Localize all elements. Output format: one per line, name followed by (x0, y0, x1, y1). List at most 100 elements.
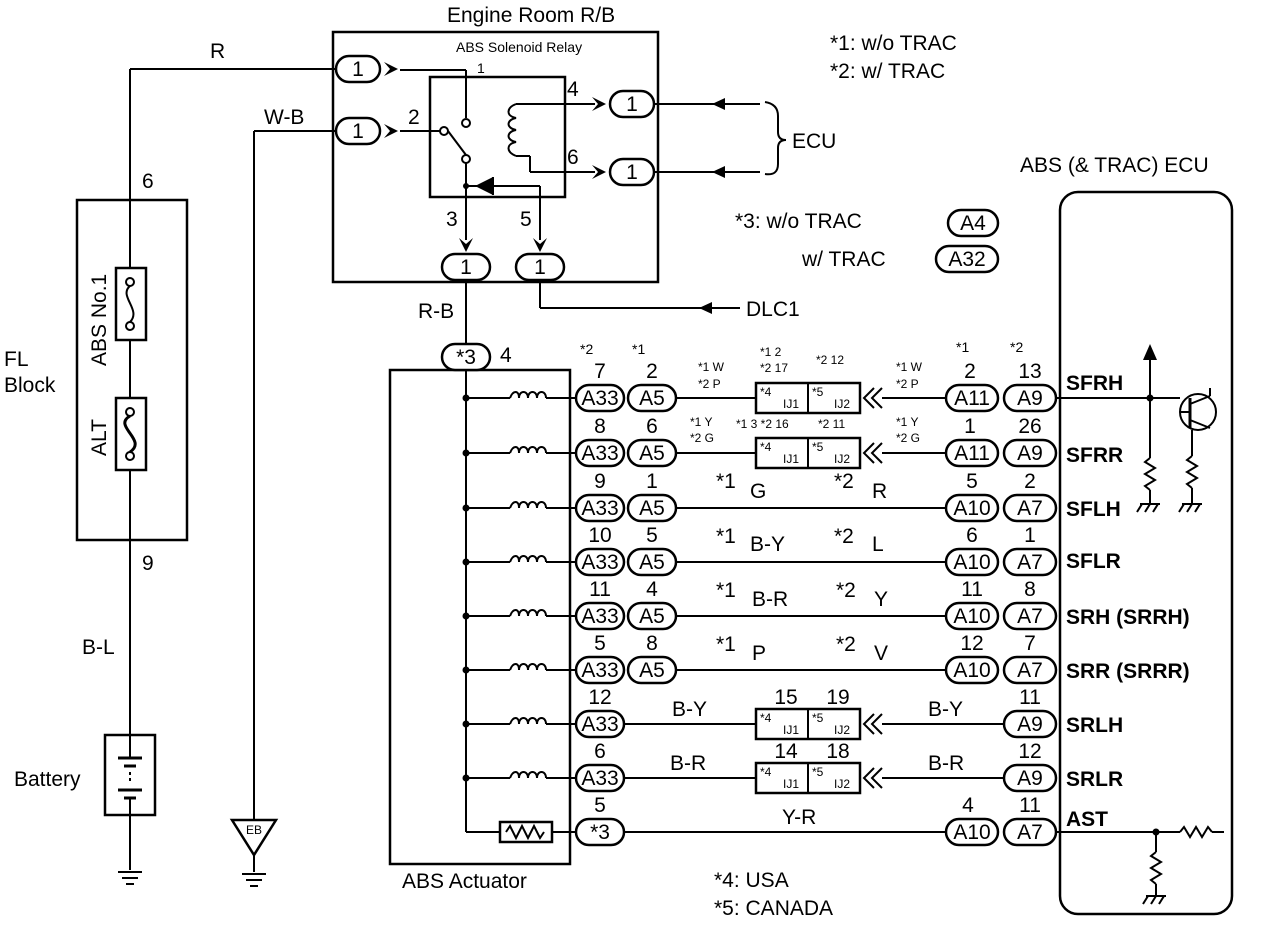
svg-text:*2 P: *2 P (896, 377, 919, 391)
svg-text:15: 15 (774, 686, 797, 709)
svg-text:Y-R: Y-R (782, 806, 816, 829)
row-srlh: 12 A33 B-Y 15 19 *4 IJ1 *5 IJ2 B-Y 11 A9… (462, 686, 1123, 741)
fl-block-label-1: FL (4, 348, 29, 371)
abs-solenoid-relay (428, 75, 567, 199)
ecu-box (1058, 190, 1234, 916)
svg-text:L: L (872, 533, 884, 556)
svg-text:7: 7 (594, 360, 606, 383)
svg-text:8: 8 (646, 632, 658, 655)
row-sflh: 9 1 A33 A5 *1 G *2 R 5 2 A10 A7 SFLH (462, 470, 1121, 523)
wire-rb-label: R-B (418, 300, 454, 323)
svg-text:IJ2: IJ2 (834, 723, 850, 737)
svg-text:8: 8 (594, 415, 606, 438)
svg-text:IJ1: IJ1 (783, 777, 799, 791)
row-ast: 5 *3 Y-R 4 11 A10 A7 AST (466, 794, 1108, 847)
svg-text:*2: *2 (836, 633, 856, 656)
svg-text:*1 Y: *1 Y (690, 415, 712, 429)
svg-text:18: 18 (826, 740, 849, 763)
hdr-star1-b: *1 (956, 339, 969, 355)
svg-text:5: 5 (646, 524, 658, 547)
svg-text:IJ1: IJ1 (783, 397, 799, 411)
row-sfrr: 8 6 A33 A5 *1 Y *2 G *1 3 *2 16 *2 11 *4… (462, 415, 1123, 470)
row-srr: 5 8 A33 A5 *1 P *2 V 12 7 A10 A7 SRR (SR… (462, 632, 1190, 685)
svg-text:Y: Y (874, 588, 888, 611)
svg-text:IJ1: IJ1 (783, 452, 799, 466)
svg-text:*4: *4 (760, 711, 772, 725)
battery-label: Battery (14, 768, 81, 791)
svg-text:6: 6 (594, 740, 606, 763)
row-srh: 11 4 A33 A5 *1 B-R *2 Y 11 8 A10 A7 SRH … (462, 578, 1190, 631)
svg-text:11: 11 (1019, 794, 1041, 817)
svg-text:A10: A10 (953, 551, 990, 574)
svg-text:6: 6 (646, 415, 658, 438)
svg-text:14: 14 (774, 740, 798, 763)
hdr-star2-a: *2 (580, 341, 593, 357)
svg-text:4: 4 (962, 794, 974, 817)
note-star4: *4: USA (714, 869, 789, 892)
svg-text:R: R (872, 480, 887, 503)
signal-srlh: SRLH (1066, 714, 1123, 737)
ecu-label: ECU (792, 130, 836, 153)
svg-text:A7: A7 (1017, 551, 1043, 574)
svg-text:7: 7 (1024, 632, 1036, 655)
svg-text:1: 1 (534, 256, 546, 279)
hdr-star1-a: *1 (632, 341, 645, 357)
relay-term6: 6 (567, 146, 579, 169)
svg-text:12: 12 (960, 632, 983, 655)
svg-text:A33: A33 (581, 442, 618, 465)
svg-text:5: 5 (594, 794, 606, 817)
signal-sfrh: SFRH (1066, 372, 1123, 395)
wire-bl-label: B-L (82, 636, 115, 659)
svg-text:11: 11 (1019, 686, 1041, 709)
svg-text:*1 W: *1 W (698, 360, 725, 374)
signal-ast: AST (1066, 808, 1108, 831)
svg-text:A9: A9 (1017, 442, 1043, 465)
signal-sfrr: SFRR (1066, 444, 1123, 467)
svg-text:A33: A33 (581, 497, 618, 520)
svg-text:2: 2 (1024, 470, 1036, 493)
dlc1-label: DLC1 (746, 298, 800, 321)
svg-text:2: 2 (964, 360, 976, 383)
abs-actuator-label: ABS Actuator (402, 870, 527, 893)
svg-text:1: 1 (964, 415, 976, 438)
ground-eb-label: EB (246, 823, 262, 837)
svg-text:*4: *4 (760, 765, 772, 779)
svg-text:*1: *1 (716, 579, 736, 602)
svg-text:B-Y: B-Y (928, 698, 963, 721)
signal-srh: SRH (SRRH) (1066, 606, 1190, 629)
note-star3-tag-a-text: A4 (960, 212, 986, 235)
svg-text:*1: *1 (716, 633, 736, 656)
svg-text:19: 19 (826, 686, 849, 709)
svg-text:A33: A33 (581, 551, 618, 574)
svg-text:IJ2: IJ2 (834, 397, 850, 411)
svg-text:9: 9 (594, 470, 606, 493)
relay-term4: 4 (567, 78, 579, 101)
relay-diode (475, 177, 493, 195)
svg-text:V: V (874, 642, 888, 665)
svg-text:A7: A7 (1017, 659, 1043, 682)
svg-text:IJ2: IJ2 (834, 777, 850, 791)
svg-text:P: P (752, 642, 766, 665)
svg-text:5: 5 (594, 632, 606, 655)
svg-text:2: 2 (646, 360, 658, 383)
signal-sflh: SFLH (1066, 498, 1121, 521)
relay-coil (507, 103, 517, 157)
svg-text:B-R: B-R (670, 752, 706, 775)
svg-text:26: 26 (1018, 415, 1041, 438)
relay-term5: 5 (520, 208, 532, 231)
note-star3-a: *3: w/o TRAC (735, 210, 862, 233)
svg-text:1: 1 (1024, 524, 1036, 547)
svg-text:A5: A5 (639, 497, 665, 520)
svg-text:B-Y: B-Y (672, 698, 707, 721)
svg-text:A10: A10 (953, 821, 990, 844)
svg-text:*1: *1 (716, 470, 736, 493)
svg-text:*1 2: *1 2 (760, 345, 782, 359)
svg-text:1: 1 (626, 161, 638, 184)
switch-contact-top (461, 118, 471, 128)
ecu-ast-circuit (1056, 825, 1224, 905)
svg-text:1: 1 (460, 256, 472, 279)
svg-text:12: 12 (1018, 740, 1041, 763)
svg-text:10: 10 (588, 524, 611, 547)
svg-text:IJ1: IJ1 (783, 723, 799, 737)
